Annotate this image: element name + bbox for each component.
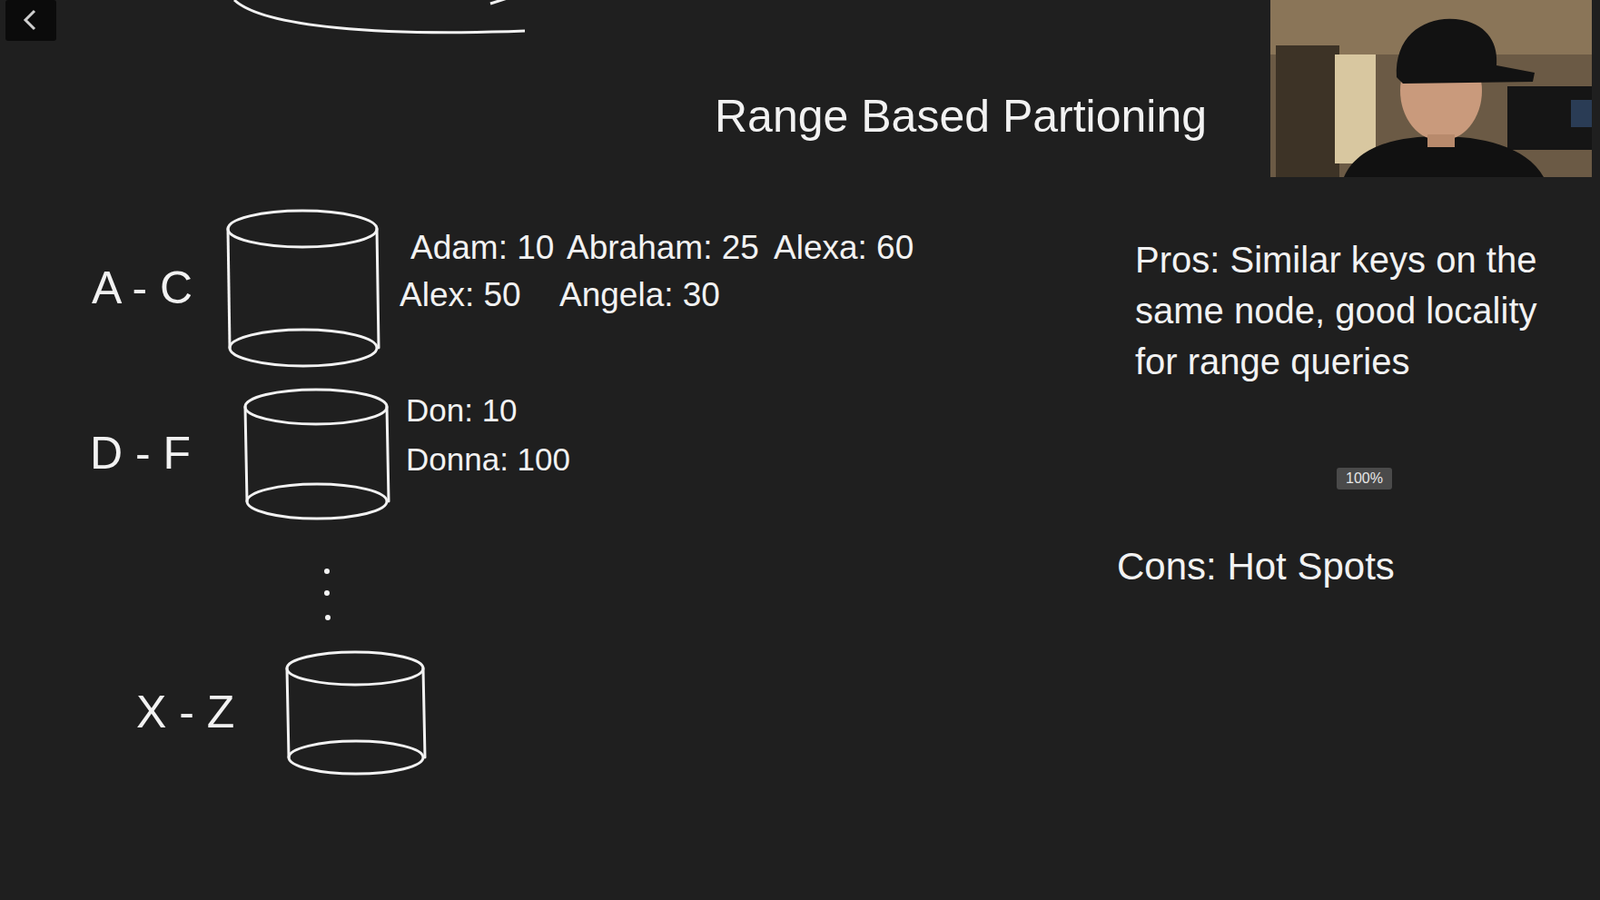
diagram-title: Range Based Partioning bbox=[714, 90, 1207, 144]
cylinder-outline bbox=[224, 208, 381, 368]
key-value: Abraham: 25 bbox=[566, 228, 760, 268]
database-cylinder: D - F bbox=[89, 387, 391, 521]
ellipsis-dots bbox=[324, 568, 331, 621]
back-button bbox=[5, 0, 57, 41]
range-label: D - F bbox=[89, 427, 191, 481]
webcam-inset bbox=[1270, 0, 1592, 178]
range-label: A - C bbox=[91, 262, 193, 316]
zoom-indicator: 100% bbox=[1336, 467, 1393, 490]
key-value: Alex: 50 bbox=[399, 276, 522, 316]
database-cylinder: A - C bbox=[91, 208, 381, 368]
cylinder-outline bbox=[283, 650, 427, 776]
cons-note: Cons: Hot Spots bbox=[1116, 544, 1395, 589]
key-value: Adam: 10 bbox=[410, 228, 554, 268]
key-value: Alexa: 60 bbox=[773, 228, 914, 268]
partial-curve bbox=[234, 0, 525, 33]
key-value: Angela: 30 bbox=[559, 276, 721, 316]
key-value: Donna: 100 bbox=[405, 441, 571, 478]
pros-note: Pros: Similar keys on the same node, goo… bbox=[1135, 234, 1571, 387]
cylinder-outline bbox=[241, 387, 391, 521]
key-value: Don: 10 bbox=[405, 392, 518, 429]
range-label: X - Z bbox=[136, 686, 235, 740]
partial-curve-tail bbox=[490, 0, 514, 4]
database-cylinder: X - Z bbox=[136, 650, 427, 776]
back-chevron bbox=[25, 10, 35, 30]
